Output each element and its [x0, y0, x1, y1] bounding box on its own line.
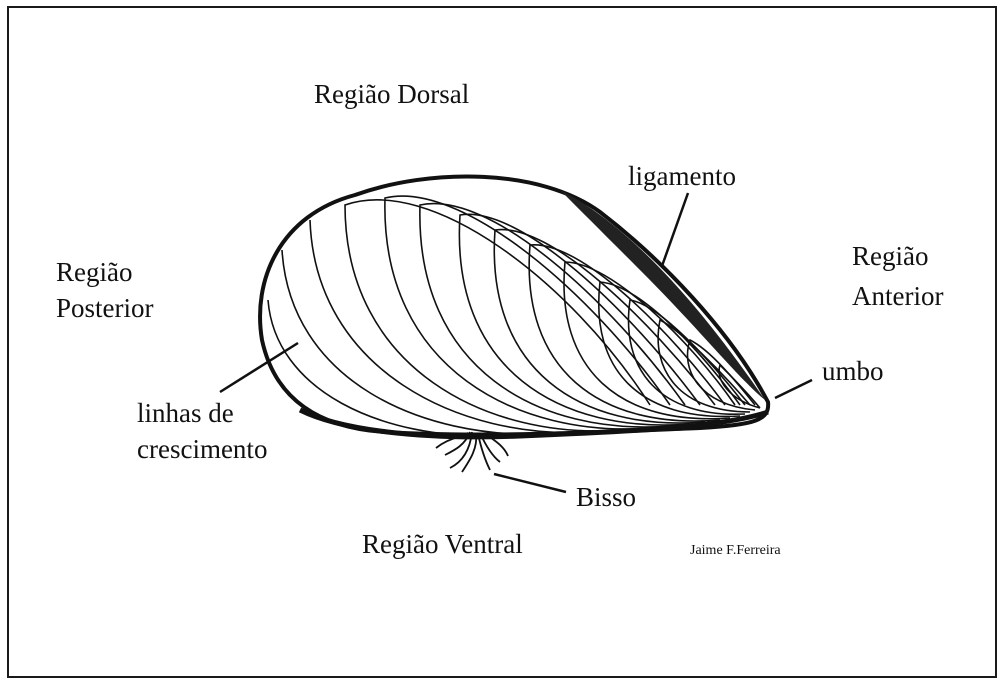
anterior-region-label-line2: Anterior	[852, 280, 943, 312]
author-credit: Jaime F.Ferreira	[690, 543, 781, 560]
umbo-label: umbo	[822, 355, 884, 387]
growth-lines-leader-line	[220, 343, 298, 392]
umbo-leader-line	[775, 380, 812, 398]
dorsal-region-label: Região Dorsal	[314, 78, 469, 110]
ligament-label: ligamento	[628, 160, 736, 192]
growth-lines-label-line2: crescimento	[137, 433, 267, 465]
anterior-region-label-line1: Região	[852, 240, 928, 272]
growth-lines-label-line1: linhas de	[137, 397, 234, 429]
ventral-region-label: Região Ventral	[362, 528, 523, 560]
byssus-label: Bisso	[576, 481, 636, 513]
byssus-leader-line	[494, 474, 566, 492]
posterior-region-label-line1: Região	[56, 256, 132, 288]
ligament-leader-line	[662, 193, 688, 266]
posterior-region-label-line2: Posterior	[56, 292, 154, 324]
